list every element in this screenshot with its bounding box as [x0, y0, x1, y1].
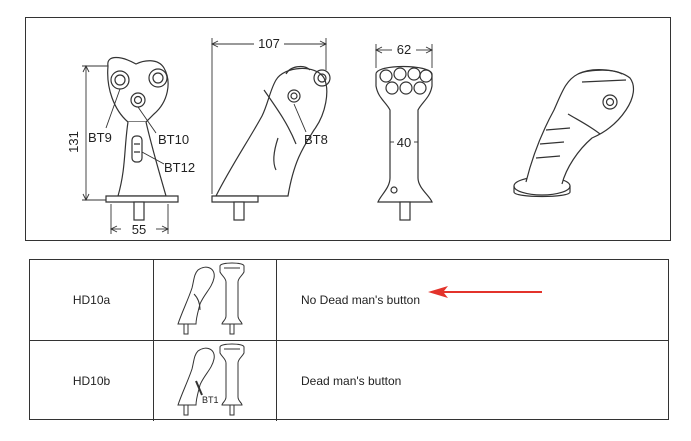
dim-width-40: 40: [397, 135, 411, 150]
table-row: HD10a No Dead man's button: [30, 260, 668, 341]
dim-width-55: 55: [132, 222, 146, 237]
technical-drawing: 131 55 107 62 40 BT9 BT10 BT12 BT8: [25, 17, 671, 241]
callout-bt1: BT1: [202, 395, 219, 405]
red-arrow-icon: [428, 286, 542, 298]
back-view-dimensions: [374, 44, 434, 143]
isometric-view: [513, 69, 635, 198]
label-bt12: BT12: [164, 160, 195, 175]
drawing-canvas: 131 55 107 62 40 BT9 BT10 BT12 BT8: [66, 36, 635, 237]
table-row: HD10b BT1 Dead man's button: [30, 341, 668, 421]
model-cell: HD10a: [30, 260, 154, 340]
model-name: HD10a: [72, 293, 111, 307]
description-cell: No Dead man's button: [277, 260, 668, 340]
variant-description: Dead man's button: [301, 374, 402, 388]
side-view: [211, 65, 331, 221]
dim-width-107: 107: [258, 36, 280, 51]
back-view: [375, 65, 433, 221]
joystick-thumbnail: BT1: [154, 341, 277, 421]
front-view: [105, 56, 179, 221]
thumbnail-deadman: BT1: [177, 343, 245, 416]
description-cell: Dead man's button: [277, 341, 668, 421]
model-name: HD10b: [72, 374, 111, 388]
dim-width-62: 62: [397, 42, 411, 57]
front-view-dimensions: [82, 64, 170, 234]
joystick-thumbnail: [154, 260, 277, 340]
dim-height-131: 131: [66, 131, 81, 153]
variant-table: HD10a No Dead man's button HD10b: [29, 259, 669, 421]
model-cell: HD10b: [30, 341, 154, 421]
variant-description: No Dead man's button: [301, 293, 421, 307]
label-bt8: BT8: [304, 132, 328, 147]
label-bt9: BT9: [88, 130, 112, 145]
thumbnail-no-deadman: [177, 262, 245, 335]
label-bt10: BT10: [158, 132, 189, 147]
side-view-dimensions: [210, 38, 328, 194]
